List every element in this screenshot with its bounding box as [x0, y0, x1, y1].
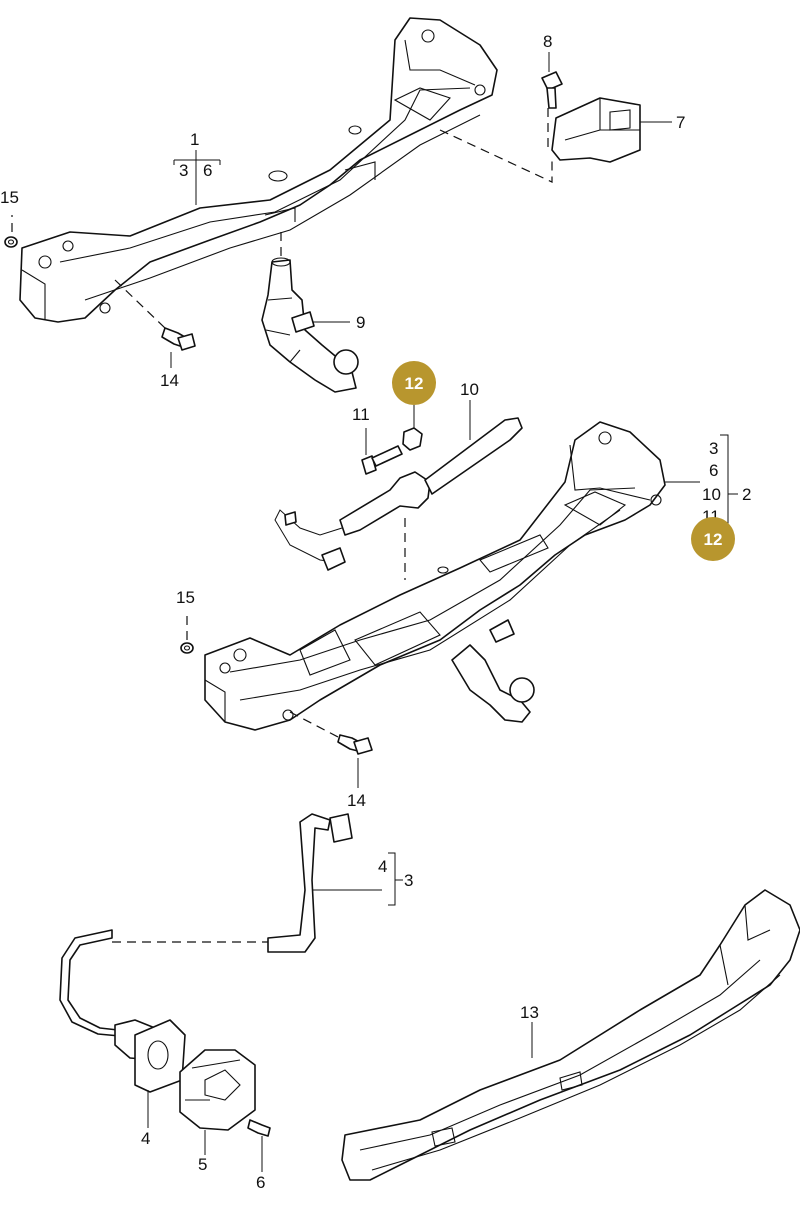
label-13: 13 — [520, 1003, 539, 1022]
part-12-nut — [402, 427, 423, 451]
label-14-lower: 14 — [347, 791, 366, 810]
leader-lines — [147, 52, 738, 1172]
label-6-upper: 6 — [203, 161, 212, 180]
label-5: 5 — [198, 1155, 207, 1174]
part-15-washer-lower — [180, 642, 194, 654]
wiring-harness — [59, 813, 353, 1037]
label-15-lower: 15 — [176, 588, 195, 607]
part-15-washer-upper — [4, 236, 18, 248]
badge-12-upper: 12 — [392, 361, 436, 405]
label-10: 10 — [460, 380, 479, 399]
callout-labels: 1 3 6 15 14 8 7 9 11 10 3 6 10 11 2 15 1… — [0, 32, 751, 1192]
label-9: 9 — [356, 313, 365, 332]
label-3-upper: 3 — [179, 161, 188, 180]
label-4-bracket: 4 — [378, 857, 387, 876]
part-8-bolt — [541, 71, 563, 109]
badge-12-right-circle — [691, 517, 735, 561]
label-4: 4 — [141, 1129, 150, 1148]
socket-part-5 — [179, 1049, 256, 1131]
badge-12-right-text: 12 — [704, 530, 723, 549]
label-14-upper: 14 — [160, 371, 179, 390]
label-11: 11 — [352, 405, 370, 424]
label-6-lower: 6 — [256, 1173, 265, 1192]
label-7: 7 — [676, 113, 685, 132]
label-6-right: 6 — [709, 461, 718, 480]
label-8: 8 — [543, 32, 552, 51]
socket-part-4 — [114, 1019, 186, 1093]
part-14-bolt-upper — [161, 327, 196, 351]
label-15-upper: 15 — [0, 188, 19, 207]
label-3-bracket: 3 — [404, 871, 413, 890]
part-7-bracket — [551, 97, 641, 163]
label-3-right: 3 — [709, 439, 718, 458]
crossmember-upper — [19, 17, 498, 323]
badge-12-upper-text: 12 — [405, 374, 424, 393]
badge-12-upper-circle — [392, 361, 436, 405]
part-14-bolt-lower — [337, 734, 373, 755]
badge-12-right: 12 — [691, 517, 735, 561]
connector-lines — [11, 108, 553, 943]
label-2: 2 — [742, 485, 751, 504]
part-10-actuator — [274, 417, 523, 571]
part-9-ball-hitch — [261, 257, 359, 393]
crossmember-lower — [204, 421, 666, 731]
label-10-right: 10 — [702, 485, 721, 504]
part-6-screw — [247, 1119, 271, 1137]
label-1: 1 — [190, 130, 199, 149]
ball-hitch-lower — [451, 619, 535, 723]
part-11-bolt — [361, 445, 403, 475]
part-13-bumper-absorber — [341, 889, 800, 1181]
